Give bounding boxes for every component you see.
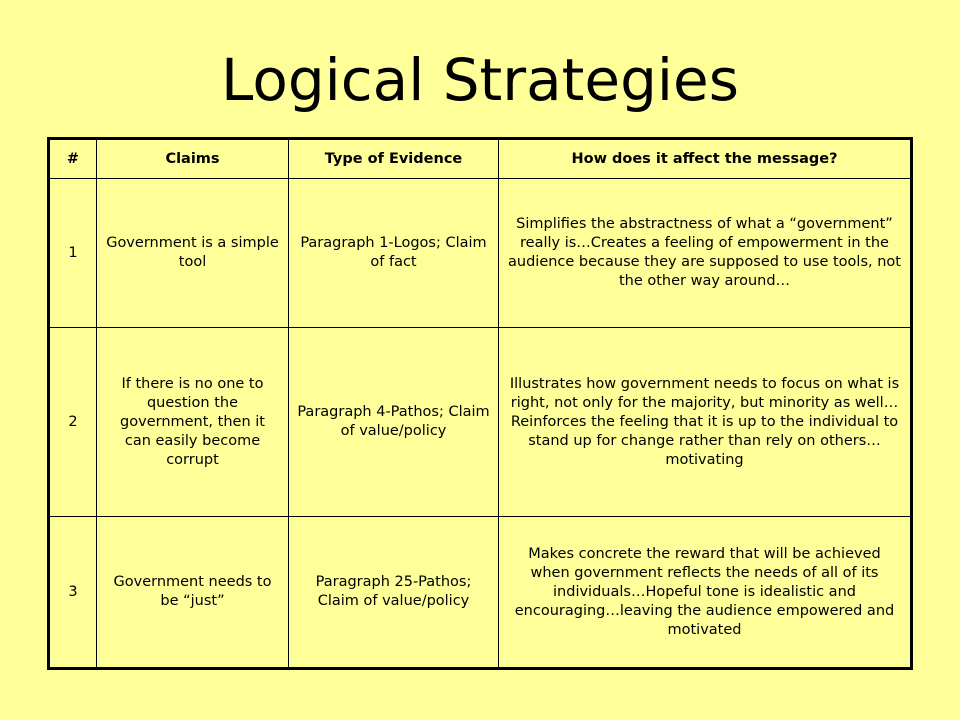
row-evidence: Paragraph 1-Logos; Claim of fact [288,178,499,328]
table-row: 3 Government needs to be “just” Paragrap… [48,516,912,669]
row-claim: If there is no one to question the gover… [96,327,289,517]
table-row: 1 Government is a simple tool Paragraph … [48,178,912,328]
header-number: # [48,138,97,179]
strategies-table: # Claims Type of Evidence How does it af… [47,137,913,670]
row-evidence: Paragraph 4-Pathos; Claim of value/polic… [288,327,499,517]
row-effect: Illustrates how government needs to focu… [498,327,912,517]
table-row: 2 If there is no one to question the gov… [48,327,912,517]
row-effect: Simplifies the abstractness of what a “g… [498,178,912,328]
row-effect: Makes concrete the reward that will be a… [498,516,912,669]
header-row: # Claims Type of Evidence How does it af… [48,138,912,179]
row-number: 2 [48,327,97,517]
slide-title: Logical Strategies [221,46,739,114]
header-claims: Claims [96,138,289,179]
header-evidence: Type of Evidence [288,138,499,179]
row-claim: Government is a simple tool [96,178,289,328]
row-claim: Government needs to be “just” [96,516,289,669]
row-number: 3 [48,516,97,669]
row-evidence: Paragraph 25-Pathos; Claim of value/poli… [288,516,499,669]
row-number: 1 [48,178,97,328]
header-effect: How does it affect the message? [498,138,912,179]
